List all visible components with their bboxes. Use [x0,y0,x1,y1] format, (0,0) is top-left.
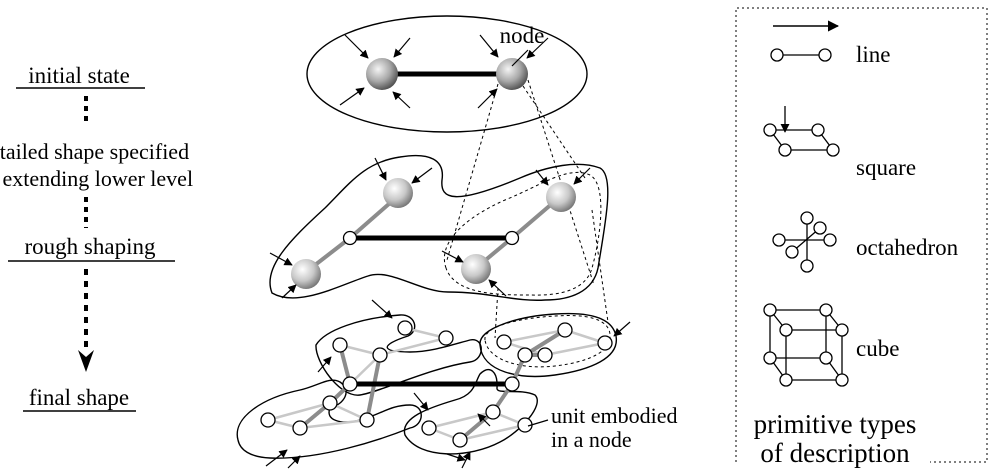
middle-force-arrows [269,157,591,299]
bottom-outline-lower-right [403,369,538,455]
top-force-arrows [339,34,549,109]
legend-label-octahedron: octahedron [856,235,959,260]
legend-border [735,7,988,463]
rough-shaping-label: rough shaping [25,234,156,259]
middle-node-2 [291,259,321,289]
middle-dashed-region [444,171,602,296]
bottom-outline-upper-left [315,314,482,396]
legend-label-line: line [856,42,891,67]
unit-label-line-1: unit embodied [551,403,677,428]
legend-square-icon [763,106,840,157]
legend-caption-line-1: primitive types [754,409,917,439]
legend-label-cube: cube [856,336,899,361]
top-to-middle-links [446,79,595,286]
legend-cube-icon [763,303,849,387]
top-node-right [496,58,528,90]
unit-label-line-2: in a node [551,427,632,452]
middle-node-4 [461,254,491,284]
legend-octahedron-icon [772,211,837,273]
final-shape-label: final shape [29,385,129,410]
legend-panel: line square octahedron [735,7,988,468]
node-pointer [511,49,529,67]
legend-line-icon [770,48,832,62]
detailed-shape-line-2: by extending lower level [0,166,193,191]
middle-level [269,154,609,301]
initial-state-label: initial state [28,63,130,88]
unit-pointer [527,419,549,427]
middle-node-3 [546,182,576,212]
top-enclosure [306,15,588,133]
bottom-dashed-region [484,315,611,368]
bottom-level: unit embodied in a node [236,299,677,469]
legend-label-square: square [856,155,916,180]
middle-to-bottom-links [494,209,609,339]
middle-joint-left [342,230,358,246]
middle-node-1 [383,178,413,208]
top-node-left [366,58,398,90]
middle-outline [269,154,609,301]
bottom-unit-nodes [260,320,613,448]
bottom-force-arrows [265,299,631,469]
top-level: node [306,15,588,133]
down-arrow-head [78,350,94,372]
legend-caption-line-2: of description [760,438,910,468]
detailed-shape-line-1: detailed shape specified [0,139,189,164]
node-label: node [500,23,545,48]
middle-joint-right [504,230,520,246]
